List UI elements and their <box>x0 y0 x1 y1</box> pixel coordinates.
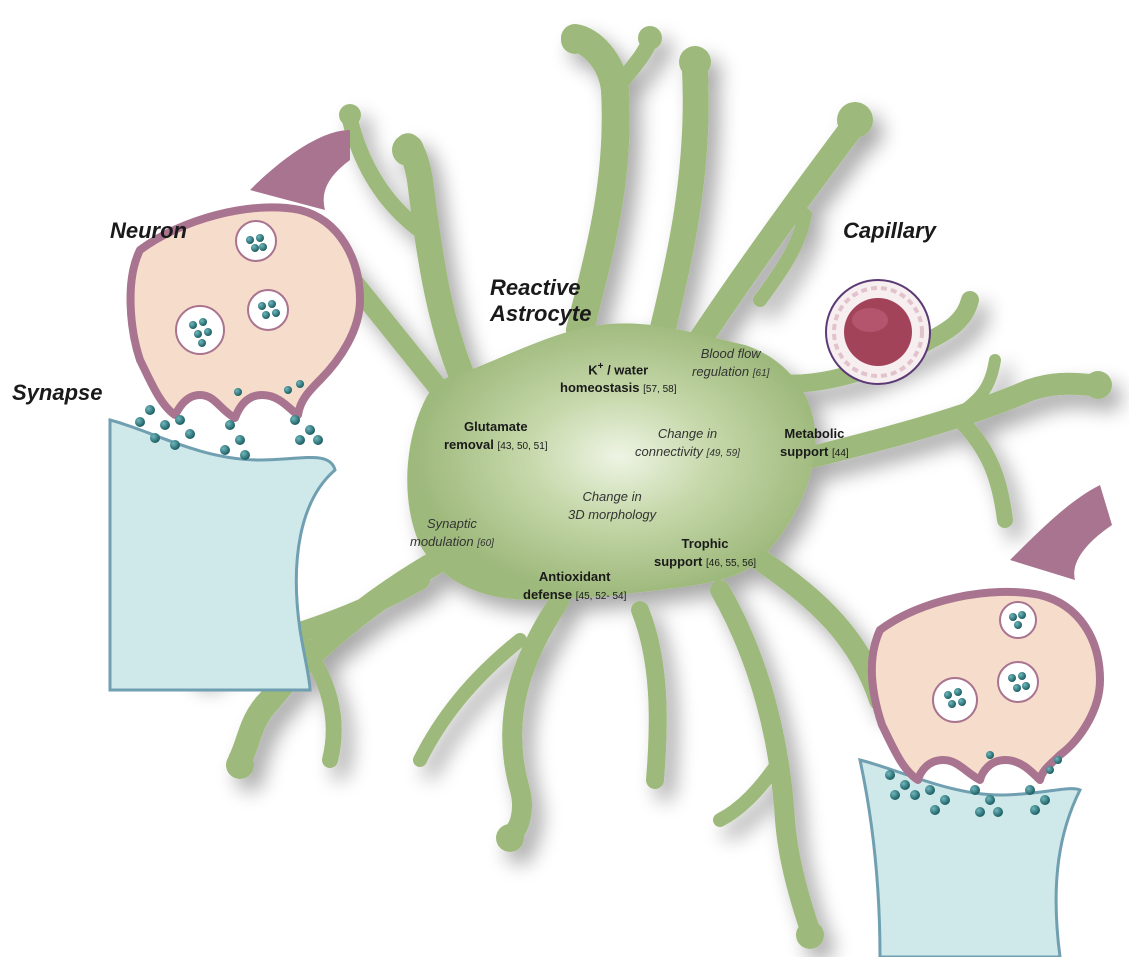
reactive-astrocyte-label: Reactive Astrocyte <box>490 275 591 327</box>
capillary-label: Capillary <box>843 218 936 244</box>
astrocyte-process <box>700 130 850 340</box>
k-water-text: / water <box>607 362 648 377</box>
blood-flow-ref: [61] <box>753 368 770 379</box>
antioxidant-defense-label: Antioxidant defense [45, 52- 54] <box>523 568 626 606</box>
connectivity-line1: Change in <box>635 425 740 443</box>
axon <box>250 130 350 210</box>
capillary <box>826 280 930 384</box>
astrocyte-process <box>760 560 880 700</box>
antioxidant-ref: [45, 52- 54] <box>576 591 627 602</box>
glutamate-line1: Glutamate <box>444 418 548 436</box>
synapse-bottom-right <box>860 485 1112 957</box>
trophic-line2: support <box>654 554 702 569</box>
k-charge: + <box>598 361 604 372</box>
k-water-line2: homeostasis <box>560 380 639 395</box>
astrocyte-process <box>660 70 696 340</box>
postsynaptic-terminal <box>110 420 335 690</box>
axon <box>1010 485 1112 580</box>
metabolic-line2: support <box>780 444 828 459</box>
trophic-support-label: Trophic support [46, 55, 56] <box>654 535 756 573</box>
k-symbol: K <box>588 362 597 377</box>
blood-flow-label: Blood flow regulation [61] <box>692 345 769 383</box>
trophic-line1: Trophic <box>654 535 756 553</box>
morphology-label: Change in 3D morphology <box>568 488 656 524</box>
synapse-top-left <box>110 130 360 690</box>
postsynaptic-terminal <box>860 760 1080 957</box>
astrocyte-process <box>640 610 658 780</box>
metabolic-ref: [44] <box>832 448 849 459</box>
synaptic-ref: [60] <box>477 538 494 549</box>
k-water-homeostasis-label: K+ / water homeostasis [57, 58] <box>560 358 676 399</box>
glutamate-removal-label: Glutamate removal [43, 50, 51] <box>444 418 548 456</box>
k-water-ref: [57, 58] <box>643 384 676 395</box>
reactive-astrocyte-label-line2: Astrocyte <box>490 301 591 327</box>
astrocyte-process <box>960 420 1005 520</box>
astrocyte-process <box>720 760 780 820</box>
reactive-astrocyte-label-line1: Reactive <box>490 275 591 301</box>
synaptic-line2: modulation <box>410 534 474 549</box>
antioxidant-line1: Antioxidant <box>523 568 626 586</box>
connectivity-line2: connectivity <box>635 444 703 459</box>
synapse-label: Synapse <box>12 380 103 406</box>
connectivity-label: Change in connectivity [49, 59] <box>635 425 740 463</box>
connectivity-ref: [49, 59] <box>707 448 740 459</box>
neuron-label: Neuron <box>110 218 187 244</box>
metabolic-support-label: Metabolic support [44] <box>780 425 849 463</box>
presynaptic-terminal <box>872 592 1100 780</box>
trophic-ref: [46, 55, 56] <box>706 558 756 569</box>
blood-flow-line2: regulation <box>692 364 749 379</box>
morphology-line2: 3D morphology <box>568 506 656 524</box>
astrocyte-process <box>720 590 810 930</box>
glutamate-line2: removal <box>444 437 494 452</box>
antioxidant-line2: defense <box>523 587 572 602</box>
synaptic-modulation-label: Synaptic modulation [60] <box>410 515 494 553</box>
metabolic-line1: Metabolic <box>780 425 849 443</box>
synaptic-line1: Synaptic <box>410 515 494 533</box>
morphology-line1: Change in <box>568 488 656 506</box>
glutamate-ref: [43, 50, 51] <box>498 441 548 452</box>
blood-flow-line1: Blood flow <box>692 345 769 363</box>
